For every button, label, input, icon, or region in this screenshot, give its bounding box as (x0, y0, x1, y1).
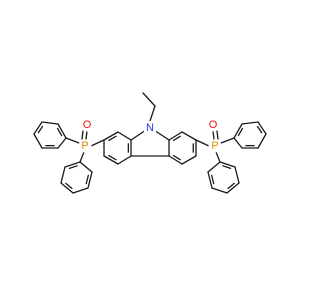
molecule-drawing: N O P O P (33, 92, 267, 194)
carbazole-right-ring-double-bond (172, 135, 181, 142)
phenyl-right-lower-double-bond (227, 182, 235, 190)
phenyl-left-upper-bond (41, 121, 59, 125)
phenyl-right-upper-double-bond (237, 127, 244, 137)
phenyl-right-lower-bond (207, 171, 213, 189)
atom-label-nitrogen: N (143, 121, 157, 135)
phosphorus-phenyl-bond (220, 137, 235, 144)
carbazole-right-ring-bond (181, 155, 197, 165)
phosphorus-phenyl-bond (65, 137, 80, 144)
carbazole-left-ring-bond (117, 155, 132, 165)
phenyl-right-lower-double-bond (222, 165, 232, 170)
phenyl-left-lower-bond (60, 182, 74, 194)
aryl-phosphorus-bond (90, 139, 105, 147)
phenyl-right-upper-bond (233, 137, 243, 149)
nitrogen-label: N (146, 122, 154, 134)
carbazole-left-ring-bond (103, 131, 119, 141)
phenyl-left-lower-bond (60, 166, 66, 184)
phenyl-left-lower-double-bond (68, 165, 78, 170)
phosphorus-phenyl-bond (79, 151, 85, 163)
ethyl-bond (142, 92, 156, 107)
phenyl-right-lower-double-bond (211, 174, 215, 185)
phenyl-left-lower-double-bond (85, 174, 89, 185)
phenyl-left-upper-bond (33, 121, 43, 135)
phosphorus-right-label: P (211, 140, 218, 152)
phenyl-left-lower-bond (64, 161, 81, 168)
carbazole-left-ring-bond (117, 131, 132, 141)
phenyl-left-upper-double-bond (56, 127, 63, 137)
phosphorus-left-label: P (81, 140, 88, 152)
phenyl-right-upper-bond (233, 123, 243, 139)
phenyl-left-lower-bond (87, 171, 93, 189)
phenyl-right-upper-bond (257, 121, 267, 135)
structure-canvas: N O P O P (33, 92, 267, 194)
carbazole-left-ring-double-bond (108, 154, 117, 161)
atom-label-oxygen-right: O (206, 118, 220, 132)
oxygen-right-label: O (209, 119, 218, 131)
atom-label-phosphorus-left: P (78, 139, 92, 153)
phenyl-left-upper-bond (57, 137, 67, 149)
pyrrole-bond (153, 129, 170, 141)
phosphoryl-bond (216, 130, 219, 140)
phenyl-right-lower-bond (211, 187, 228, 194)
phenyl-right-lower-bond (207, 161, 221, 173)
phenyl-left-upper-bond (57, 123, 67, 139)
phenyl-right-lower-bond (219, 161, 236, 168)
oxygen-left-label: O (83, 119, 92, 131)
phenyl-right-upper-bond (257, 133, 267, 149)
phenyl-left-lower-double-bond (65, 182, 73, 190)
phenyl-left-lower-bond (79, 161, 93, 173)
phenyl-left-lower-bond (72, 187, 89, 194)
carbazole-left-ring-bond (103, 155, 119, 165)
carbazole-right-ring-bond (181, 131, 197, 141)
phenyl-left-upper-bond (33, 133, 43, 149)
phosphoryl-bond (81, 130, 84, 140)
carbazole-right-ring-double-bond (172, 154, 181, 161)
phenyl-right-upper-bond (241, 121, 259, 125)
carbazole-right-ring-bond (168, 131, 183, 141)
phenyl-right-lower-bond (234, 166, 240, 184)
carbazole-right-ring-bond (168, 155, 183, 165)
bond-layer (33, 92, 267, 194)
atom-label-oxygen-left: O (80, 118, 94, 132)
phosphoryl-bond (85, 130, 88, 140)
phosphoryl-bond (212, 130, 215, 140)
phenyl-left-upper-double-bond (37, 125, 44, 134)
ethyl-bond (149, 105, 156, 122)
phenyl-right-upper-double-bond (256, 125, 263, 134)
atom-label-phosphorus-right: P (208, 139, 222, 153)
aryl-phosphorus-bond (195, 139, 210, 147)
carbazole-left-ring-double-bond (108, 135, 117, 142)
phenyl-right-lower-bond (226, 182, 240, 194)
phosphorus-phenyl-bond (215, 151, 221, 163)
pyrrole-bond (130, 129, 147, 141)
